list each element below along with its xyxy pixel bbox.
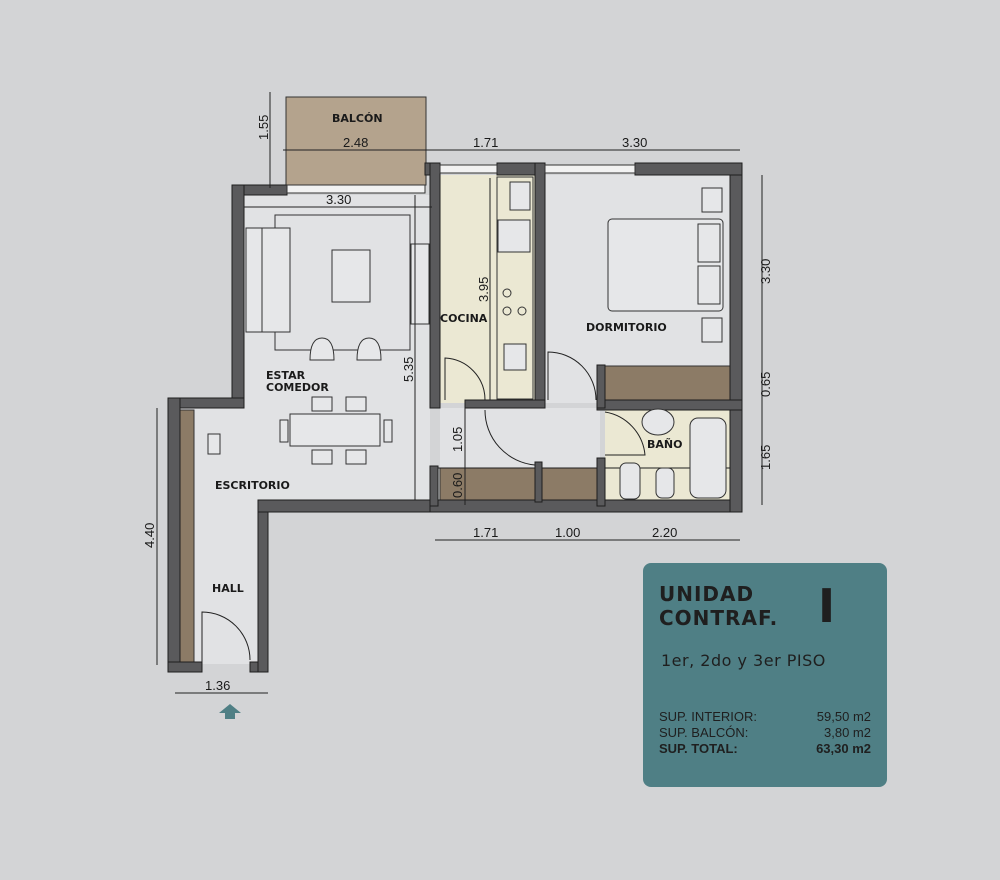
- area-value: 63,30 m2: [816, 741, 871, 756]
- unit-info-panel: UNIDAD CONTRAF. I 1er, 2do y 3er PISO SU…: [643, 563, 887, 787]
- dim-estar-width: 3.30: [326, 192, 351, 207]
- toilet: [619, 462, 641, 500]
- dim-dorm-top: 3.30: [622, 135, 647, 150]
- label-comedor: COMEDOR: [266, 381, 329, 394]
- nightstand: [701, 317, 723, 343]
- bathroom-sink: [641, 408, 675, 436]
- walls: [167, 162, 743, 673]
- dim-balcon-width: 2.48: [343, 135, 368, 150]
- bano-door: [604, 411, 646, 456]
- dim-hall-width: 1.36: [205, 678, 230, 693]
- label-escritorio: ESCRITORIO: [215, 479, 290, 492]
- area-table: SUP. INTERIOR: 59,50 m2 SUP. BALCÓN: 3,80 …: [659, 709, 871, 757]
- area-value: 3,80 m2: [824, 725, 871, 740]
- dim-pasillo: 1.05: [450, 427, 465, 452]
- label-bano: BAÑO: [647, 438, 682, 451]
- dim-cocina-length: 3.95: [476, 277, 491, 302]
- kitchen-sink: [503, 343, 527, 371]
- furniture: [201, 176, 727, 662]
- dim-cocina-top: 1.71: [473, 135, 498, 150]
- dim-estar-depth: 5.35: [401, 357, 416, 382]
- bidet: [655, 467, 675, 499]
- unit-floors: 1er, 2do y 3er PISO: [661, 651, 826, 670]
- area-row: SUP. BALCÓN: 3,80 m2: [659, 725, 871, 741]
- closets: [179, 365, 731, 665]
- arrow-up-icon: [219, 704, 241, 719]
- area-value: 59,50 m2: [816, 709, 871, 724]
- desk-chair: [207, 433, 221, 455]
- dim-bottom-2: 1.00: [555, 525, 580, 540]
- tv-unit: [410, 243, 430, 325]
- dining-table: [289, 413, 381, 447]
- bed: [607, 218, 724, 312]
- label-cocina: COCINA: [440, 312, 488, 325]
- nightstand: [701, 187, 723, 213]
- dim-closet-depth: 0.65: [758, 372, 773, 397]
- entrance-door: [201, 611, 251, 662]
- dim-bottom-1: 1.71: [473, 525, 498, 540]
- label-balcon: BALCÓN: [332, 112, 383, 125]
- unit-id: I: [818, 579, 836, 633]
- area-label: SUP. INTERIOR:: [659, 709, 758, 724]
- label-hall: HALL: [212, 582, 244, 595]
- area-label: SUP. TOTAL:: [659, 741, 738, 756]
- unit-title-line1: UNIDAD: [659, 582, 755, 606]
- label-estar: ESTAR: [266, 369, 306, 382]
- area-row-total: SUP. TOTAL: 63,30 m2: [659, 741, 871, 757]
- coffee-table: [331, 249, 371, 303]
- dimension-lines: [156, 92, 763, 694]
- window: [439, 164, 498, 174]
- sofa: [245, 227, 291, 333]
- unit-title-line2: CONTRAF.: [659, 606, 779, 630]
- kitchen-door: [444, 357, 486, 401]
- balcony: [285, 96, 427, 186]
- kitchen-counter: [496, 176, 534, 400]
- dim-placard: 0.60: [450, 473, 465, 498]
- area-label: SUP. BALCÓN:: [659, 725, 749, 740]
- dim-dorm-depth: 3.30: [758, 259, 773, 284]
- window: [544, 164, 636, 174]
- dim-hall-length: 4.40: [142, 523, 157, 548]
- unit-title: UNIDAD CONTRAF.: [659, 582, 778, 630]
- dim-balcon-depth: 1.55: [256, 115, 271, 140]
- dormitorio-door: [547, 351, 597, 401]
- armchair: [309, 337, 335, 361]
- bathtub: [689, 417, 727, 499]
- pasillo-door: [484, 409, 536, 466]
- balcony-door: [286, 184, 426, 194]
- armchair: [356, 337, 382, 361]
- dim-bottom-3: 2.20: [652, 525, 677, 540]
- dim-bano-depth: 1.65: [758, 445, 773, 470]
- label-dormitorio: DORMITORIO: [586, 321, 667, 334]
- area-row: SUP. INTERIOR: 59,50 m2: [659, 709, 871, 725]
